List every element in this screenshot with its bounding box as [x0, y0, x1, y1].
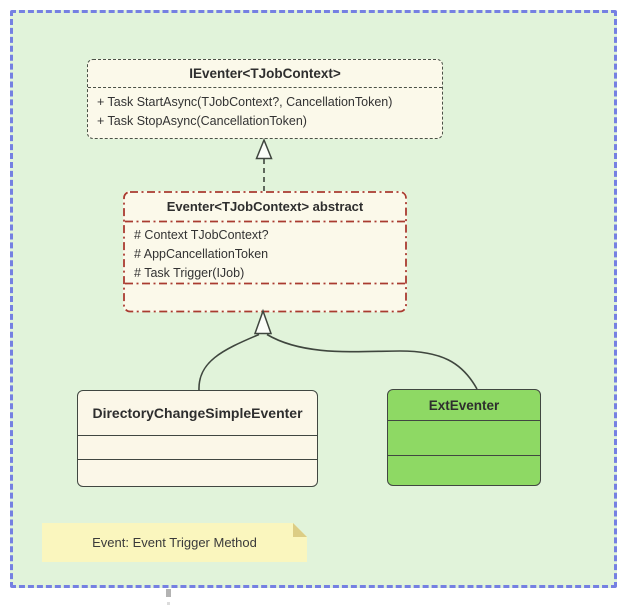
class-attributes-empty [78, 435, 317, 459]
member-item: # AppCancellationToken [134, 246, 269, 261]
member-item: # Task Trigger(IJob) [134, 265, 245, 280]
class-node-ext-eventer[interactable]: ExtEventer [387, 389, 541, 486]
class-title: Eventer<TJobContext> abstract [166, 198, 364, 214]
method-item: + Task StartAsync(TJobContext?, Cancella… [97, 95, 393, 109]
class-title: DirectoryChangeSimpleEventer [92, 405, 303, 421]
class-node-directory-change-simple-eventer[interactable]: DirectoryChangeSimpleEventer [77, 390, 318, 487]
class-methods-empty [78, 459, 317, 486]
scrollbar-thumb-faint [167, 602, 170, 605]
class-title: ExtEventer [428, 397, 500, 413]
class-methods: + Task StartAsync(TJobContext?, Cancella… [88, 88, 442, 137]
note-sticky[interactable]: Event: Event Trigger Method [42, 523, 307, 562]
class-members: # Context TJobContext? # AppCancellation… [123, 221, 407, 287]
note-text: Event: Event Trigger Method [92, 535, 257, 550]
class-attributes-empty [388, 420, 540, 455]
member-item: # Context TJobContext? [134, 228, 269, 242]
class-node-ieventer[interactable]: IEventer<TJobContext> + Task StartAsync(… [87, 59, 443, 139]
class-methods-empty [388, 455, 540, 485]
class-node-eventer[interactable]: Eventer<TJobContext> abstract # Context … [123, 191, 407, 312]
class-title: IEventer<TJobContext> [88, 60, 442, 88]
method-item: + Task StopAsync(CancellationToken) [97, 114, 307, 129]
scrollbar-thumb[interactable] [166, 589, 171, 597]
